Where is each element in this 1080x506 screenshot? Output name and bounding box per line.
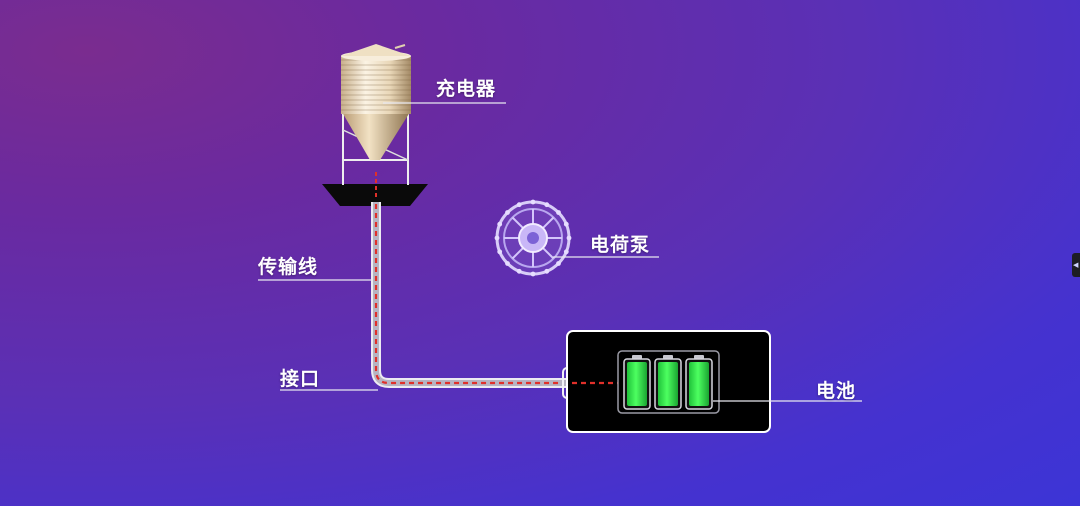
label-charger: 充电器 (436, 78, 497, 100)
pump-spokes (504, 209, 562, 267)
pump-spoke (542, 247, 555, 260)
label-transmission-line: 传输线 (258, 256, 319, 278)
pump-tooth (563, 249, 569, 255)
leader-lines (258, 102, 862, 402)
battery-cell-terminal (632, 355, 642, 359)
pump-tooth (516, 202, 522, 208)
pump-tooth (505, 210, 510, 215)
silo-vent (394, 44, 406, 49)
label-port: 接口 (280, 368, 321, 390)
battery-cell-charge (627, 362, 647, 406)
pump-tooth (516, 268, 522, 274)
pump-teeth (494, 199, 572, 277)
pump-tooth (563, 221, 569, 227)
silo-body (341, 56, 411, 114)
label-charge-pump: 电荷泵 (590, 234, 651, 256)
gear-wheel-icon (494, 199, 572, 277)
battery-pack-frame (617, 350, 720, 414)
silo-ridges (341, 59, 411, 111)
cable-flow-dash (374, 204, 564, 385)
battery-cells (623, 355, 713, 410)
pump-tooth (556, 210, 561, 215)
pump-tooth (556, 261, 561, 266)
battery-cell-terminal (663, 355, 673, 359)
battery-cell-charge (689, 362, 709, 406)
battery-cell-terminal (694, 355, 704, 359)
pump-tooth (494, 235, 500, 241)
pump-tooth (530, 199, 536, 205)
pump-tooth (497, 221, 503, 227)
silo-cone (342, 112, 410, 160)
pump-tooth (530, 271, 536, 277)
label-battery: 电池 (816, 380, 857, 402)
pump-tooth (566, 235, 572, 241)
chevron-left-icon: ◀ (1073, 261, 1079, 269)
silo-roof (341, 44, 411, 56)
side-panel-toggle[interactable]: ◀ (1072, 253, 1080, 277)
pump-tooth (544, 202, 550, 208)
silo-icon (322, 44, 428, 206)
pump-spoke (511, 216, 524, 229)
pump-tooth (497, 249, 503, 255)
pump-axle (527, 232, 539, 244)
pump-tooth (544, 268, 550, 274)
battery-icon (566, 330, 771, 433)
pump-tooth (505, 261, 510, 266)
battery-cell-charge (658, 362, 678, 406)
pump-spoke (542, 216, 555, 229)
pump-spoke (511, 247, 524, 260)
